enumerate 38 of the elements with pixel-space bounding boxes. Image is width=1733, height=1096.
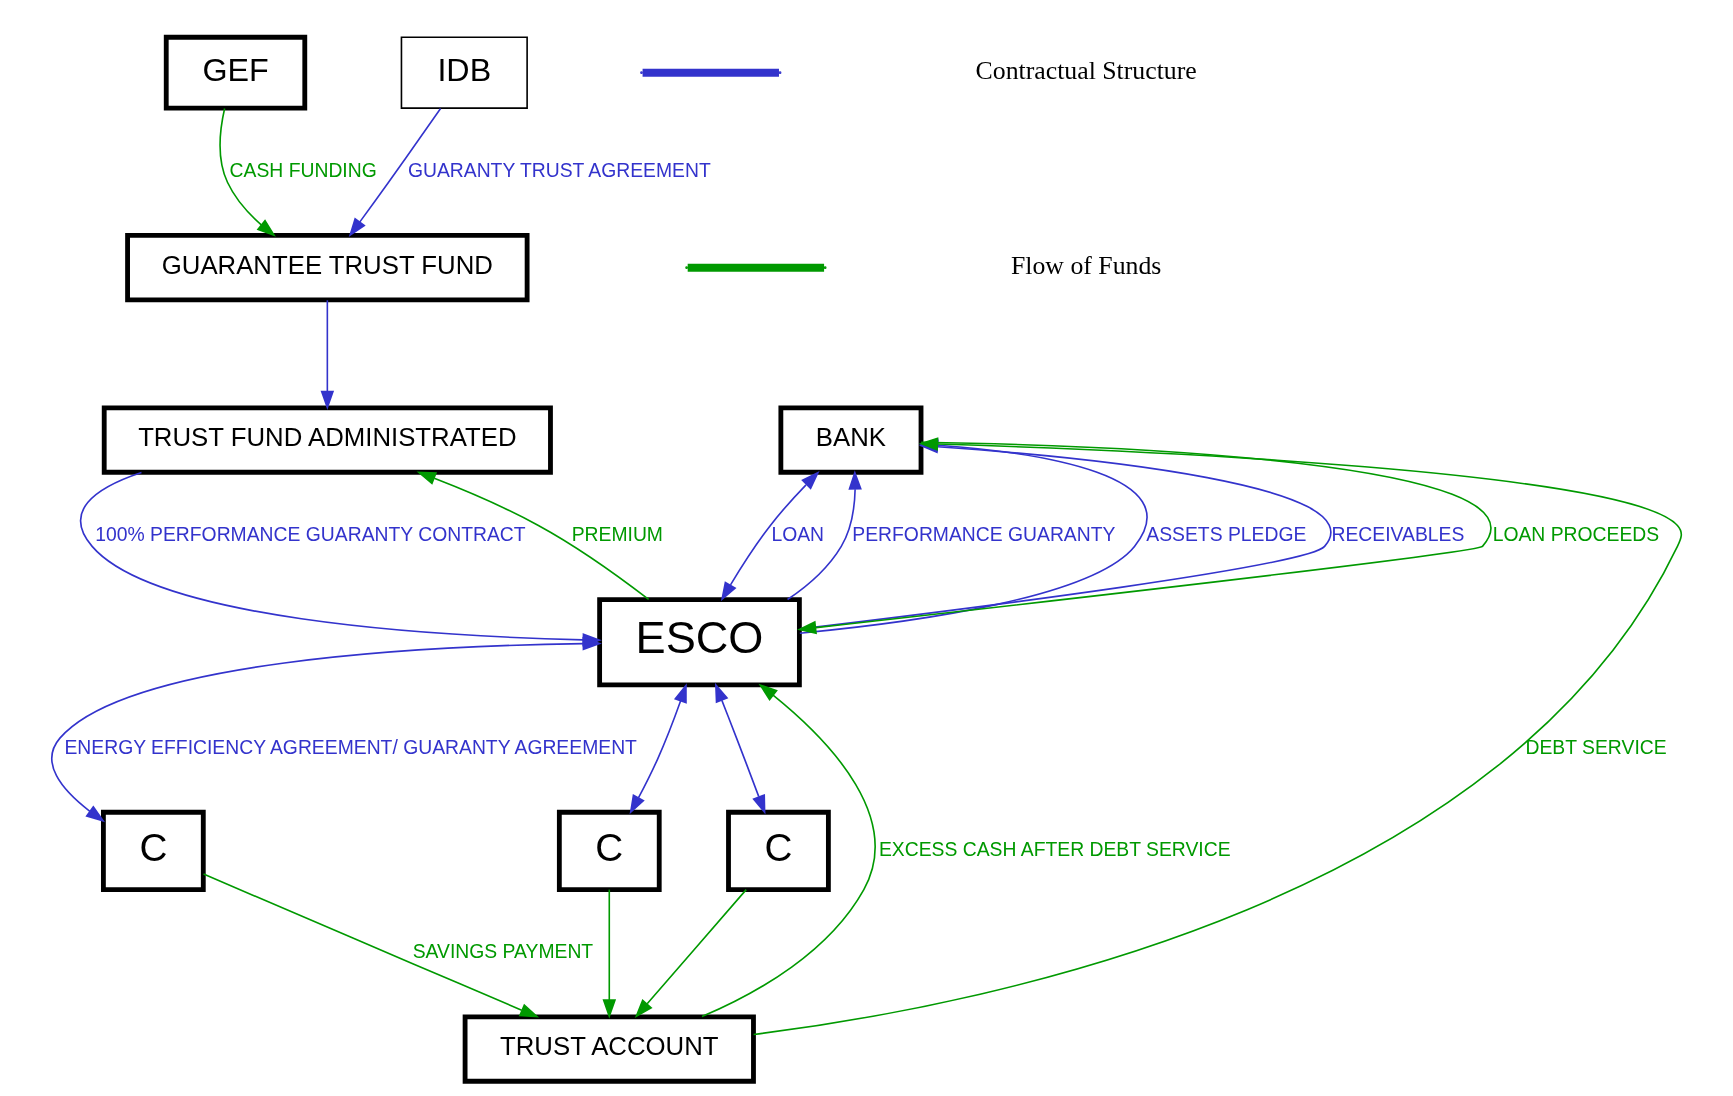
arrow xyxy=(634,888,748,1019)
node-box: IDB xyxy=(400,36,528,109)
arrow xyxy=(348,107,442,238)
node-box: BANK xyxy=(778,405,924,475)
arrow xyxy=(602,888,617,1019)
node-box: C xyxy=(556,809,662,892)
node-box: TRUST ACCOUNT xyxy=(462,1014,756,1084)
arrow xyxy=(416,471,650,601)
legend-label: Contractual Structure xyxy=(975,55,1197,85)
node-box: C xyxy=(101,809,206,892)
arrow xyxy=(219,107,276,237)
arrow xyxy=(320,299,335,411)
arrow xyxy=(786,470,862,601)
edge-label: SAVINGS PAYMENT xyxy=(412,941,594,963)
edge-label: DEBT SERVICE xyxy=(1525,736,1667,758)
node-box: TRUST FUND ADMINISTRATED xyxy=(101,405,553,475)
edge-label: GUARANTY TRUST AGREEMENT xyxy=(407,159,711,181)
edge-label: ASSETS PLEDGE xyxy=(1146,523,1307,545)
node-box: C xyxy=(726,809,831,892)
edge-label: LOAN PROCEEDS xyxy=(1492,523,1660,545)
node-box: GUARANTEE TRUST FUND xyxy=(125,233,530,303)
node-box: ESCO xyxy=(597,597,802,688)
node-box: GEF xyxy=(163,34,308,111)
edge-label: EXCESS CASH AFTER DEBT SERVICE xyxy=(878,838,1231,860)
edge-label: CASH FUNDING xyxy=(229,159,377,181)
arrow xyxy=(202,873,540,1018)
edge-label: PREMIUM xyxy=(571,523,663,545)
arrow xyxy=(714,682,766,815)
edge-label: RECEIVABLES xyxy=(1331,523,1465,545)
edge-label: PERFORMANCE GUARANTY xyxy=(852,523,1116,545)
arrow xyxy=(701,683,876,1018)
edge-label: ENERGY EFFICIENCY AGREEMENT/ GUARANTY AGREEMENT xyxy=(64,736,637,758)
arrow xyxy=(51,636,602,823)
arrow xyxy=(720,471,820,602)
legend-label: Flow of Funds xyxy=(1010,250,1162,280)
edge-label: 100% PERFORMANCE GUARANTY CONTRACT xyxy=(95,523,526,545)
arrow xyxy=(629,683,687,815)
edge-label: LOAN xyxy=(771,523,825,545)
